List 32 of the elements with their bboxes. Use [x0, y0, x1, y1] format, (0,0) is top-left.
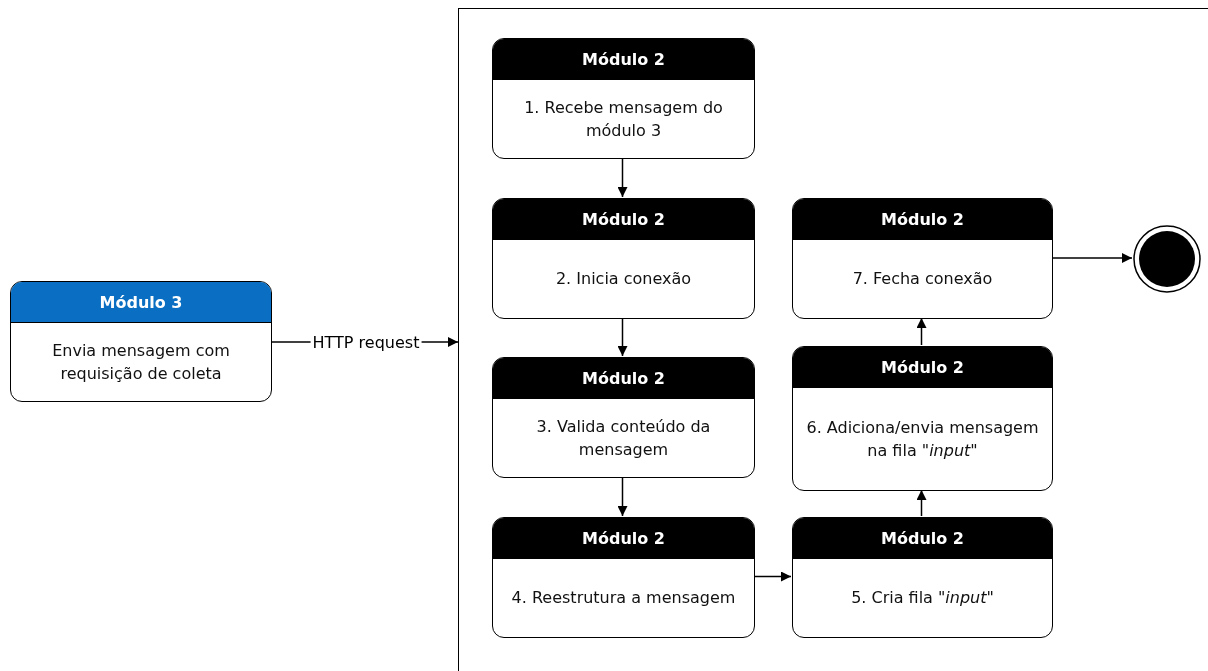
process-box — [792, 198, 1053, 319]
process-box — [10, 281, 272, 402]
step-text: 7. Fecha conexão — [852, 268, 993, 291]
process-box — [792, 346, 1053, 491]
box-header: Módulo 2 — [793, 518, 1052, 559]
step-text: 1. Recebe mensagem do módulo 3 — [523, 96, 724, 142]
box-header: Módulo 2 — [493, 39, 754, 80]
box-header: Módulo 2 — [493, 518, 754, 559]
step-text: 6. Adiciona/envia mensagem na fila "input" — [805, 416, 1040, 462]
process-box — [492, 198, 755, 319]
box-header: Módulo 2 — [793, 199, 1052, 240]
arrow — [916, 489, 927, 517]
step-text: Envia mensagem com requisição de coleta — [51, 339, 231, 385]
container-frame — [458, 8, 1208, 671]
box-header: Módulo 3 — [11, 282, 271, 323]
step-text: 3. Valida conteúdo da mensagem — [535, 415, 712, 461]
box-header: Módulo 2 — [493, 199, 754, 240]
arrow — [753, 571, 792, 582]
process-box — [492, 517, 755, 638]
arrow — [1051, 253, 1133, 263]
box-header: Módulo 2 — [793, 347, 1052, 388]
step-text: 2. Inicia conexão — [555, 268, 692, 291]
arrow — [617, 476, 628, 517]
process-box — [492, 357, 755, 478]
arrow — [617, 317, 628, 357]
process-box — [792, 517, 1053, 638]
arrow — [916, 317, 927, 346]
step-text: 5. Cria fila "input" — [851, 587, 994, 610]
step-text: 4. Reestrutura a mensagem — [511, 587, 736, 610]
box-header: Módulo 2 — [493, 358, 754, 399]
arrow — [617, 157, 628, 198]
process-box — [492, 38, 755, 159]
